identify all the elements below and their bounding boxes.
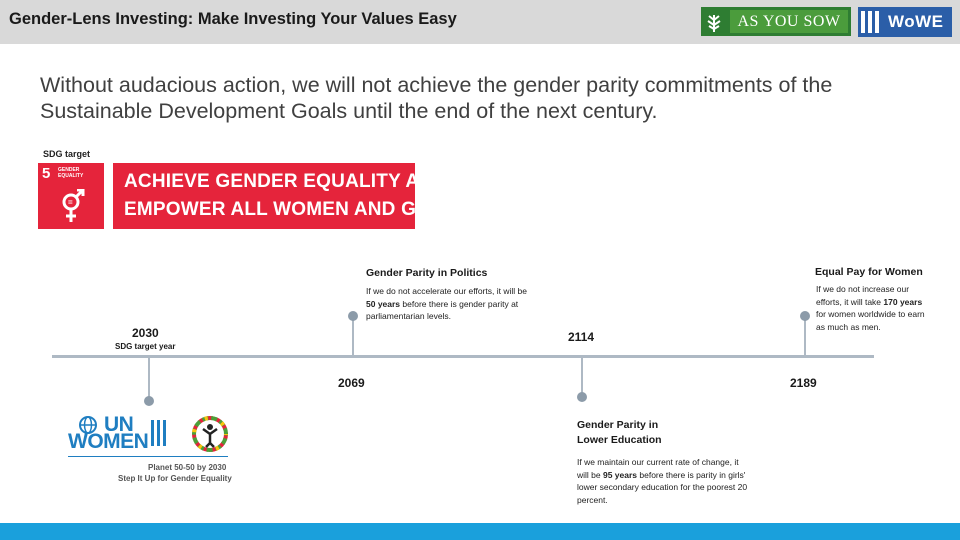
un-women-logo-line-2: WOMEN (68, 430, 149, 453)
headline: Without audacious action, we will not ac… (40, 73, 833, 123)
un-women-emblem-icon (151, 420, 166, 446)
sdg-target-label: SDG target (43, 149, 91, 159)
timeline-stem-2189 (804, 318, 806, 355)
leaf-icon (701, 7, 727, 36)
event-politics-body-text: If we do not accelerate our efforts, it … (366, 286, 527, 296)
year-2069: 2069 (338, 376, 365, 390)
svg-text:=: = (68, 198, 73, 207)
event-pay-body-text-end: for women worldwide to earn as much as m… (816, 309, 925, 332)
un-women-logo-line-1: UN (104, 413, 134, 436)
timeline-dot-2189 (800, 311, 810, 321)
sdg-icon-number: 5 (42, 165, 51, 182)
event-education-body-text: If we maintain our current rate of chang… (577, 457, 739, 480)
slide-title: Gender-Lens Investing: Make Investing Yo… (9, 10, 457, 28)
event-pay-body-bold: 170 years (883, 296, 923, 307)
timeline-dot-2030 (144, 396, 154, 406)
event-politics-body: If we do not accelerate our efforts, it … (366, 285, 531, 323)
timeline-stem-2030 (148, 358, 150, 398)
timeline-axis (52, 355, 874, 358)
event-pay-body-text: If we do not increase our efforts, it wi… (816, 284, 910, 307)
event-politics-body-text-end: before there is gender parity at parliam… (366, 298, 519, 322)
sdg-banner-line-2: EMPOWER ALL WOMEN AND GIRLS (124, 199, 461, 220)
un-globe-icon (79, 416, 97, 434)
event-pay-title: Equal Pay for Women (815, 266, 923, 278)
event-politics-body-bold: 50 years (366, 298, 401, 309)
year-2189: 2189 (790, 376, 817, 390)
timeline-dot-2114 (577, 392, 587, 402)
as-you-sow-logo: AS YOU SOW (701, 7, 851, 36)
header-bar: Gender-Lens Investing: Make Investing Yo… (0, 0, 960, 44)
gender-equality-icon: = (62, 189, 85, 222)
un-women-divider (68, 456, 228, 457)
year-2030: 2030 (132, 326, 159, 340)
un-women-logo: UN WOMEN (64, 412, 234, 458)
planet-50-50-icon (192, 416, 228, 452)
timeline-stem-2069 (352, 318, 354, 355)
event-education-body-text-end: before there is parity in girls' lower s… (577, 469, 748, 505)
wowe-logo-text: WoWE (888, 12, 944, 31)
wowe-mark-icon (861, 11, 879, 33)
sdg-banner-line-1: ACHIEVE GENDER EQUALITY AND (124, 171, 448, 192)
un-women-caption-line-2: Step It Up for Gender Equality (118, 474, 232, 483)
footer-bar (0, 523, 960, 540)
un-women-caption: Planet 50-50 by 2030 Step It Up for Gend… (118, 462, 232, 484)
un-women-logo-text: UN WOMEN (68, 413, 149, 453)
timeline-dot-2069 (348, 311, 358, 321)
event-education-title: Gender Parity in Lower Education (577, 419, 662, 446)
as-you-sow-logo-text: AS YOU SOW (730, 10, 848, 33)
event-pay-body: If we do not increase our efforts, it wi… (816, 283, 926, 333)
sdg-5-icon: 5 GENDER EQUALITY = (38, 163, 104, 229)
year-2030-subtitle: SDG target year (115, 342, 176, 351)
event-education-body-bold: 95 years (602, 469, 638, 480)
sdg-goal-banner: ACHIEVE GENDER EQUALITY AND EMPOWER ALL … (113, 163, 461, 229)
year-2114: 2114 (568, 330, 595, 344)
sdg-icon-text: GENDER EQUALITY (58, 167, 84, 179)
timeline-stem-2114 (581, 358, 583, 394)
event-education-body: If we maintain our current rate of chang… (577, 456, 749, 506)
event-politics-title: Gender Parity in Politics (366, 267, 488, 279)
un-women-caption-line-1: Planet 50-50 by 2030 (148, 463, 227, 472)
wowe-logo: WoWE (858, 7, 952, 37)
